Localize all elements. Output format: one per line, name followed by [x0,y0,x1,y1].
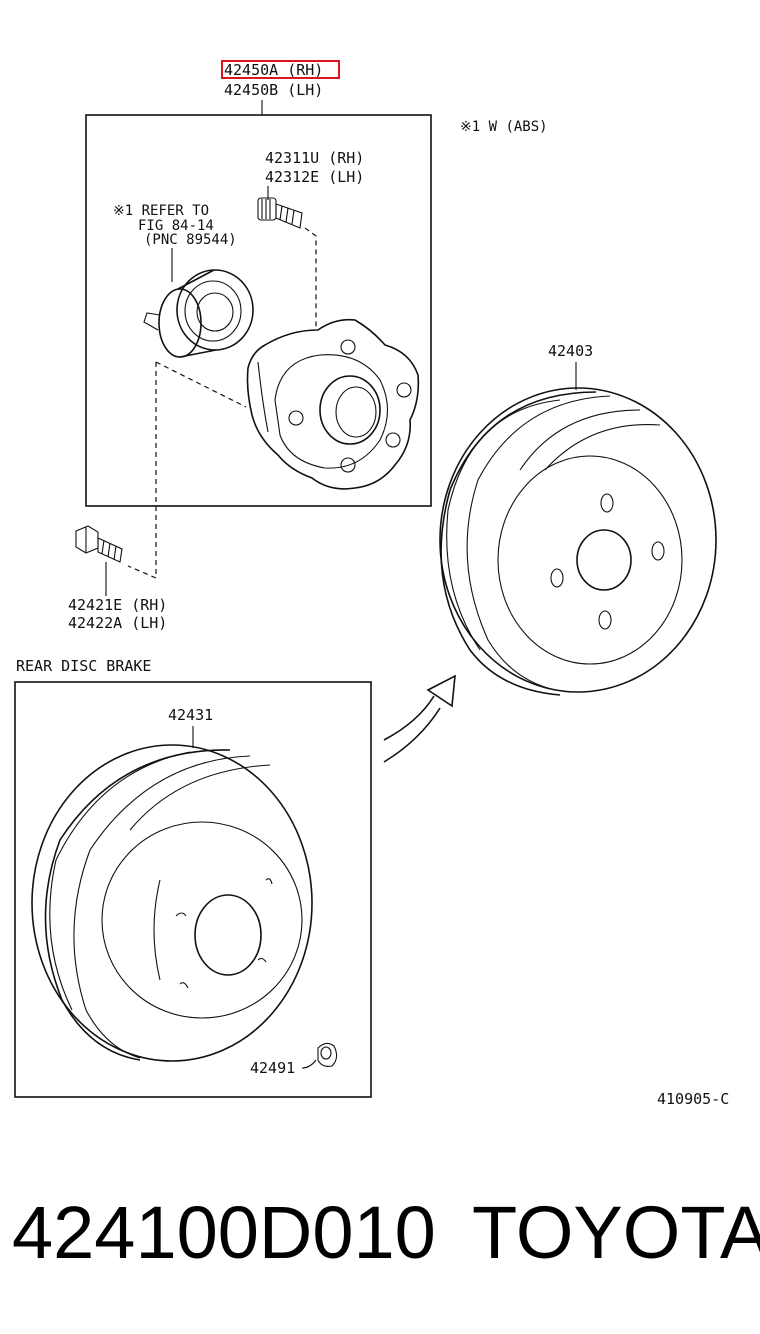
drum-label: 42403 [548,342,593,360]
hub-bolt-rh-label: 42421E (RH) [68,596,167,614]
brand-name: TOYOTA [472,1191,760,1274]
plug-icon [301,1042,338,1069]
hub-bolt-lh-label: 42422A (LH) [68,614,167,632]
refer-line3: (PNC 89544) [144,232,237,248]
figure-code: 410905-C [657,1090,729,1108]
plug-label: 42491 [250,1059,295,1077]
hub-bolt-icon [75,525,123,563]
part-number: 424100D010 [12,1191,436,1274]
bolt-lh-label: 42312E (LH) [265,168,364,186]
footer: 424100D010 TOYOTA [0,1180,760,1290]
refer-line2: FIG 84-14 [138,218,214,234]
hub-assy-lh-label: 42450B (LH) [224,81,323,99]
hub-assy-box [85,114,432,507]
disc-rotor-icon [31,744,313,1062]
disc-brake-box [14,681,372,1098]
hub-flange-icon [246,318,420,490]
arrow-icon [383,674,456,763]
refer-line1: ※1 REFER TO [113,203,209,219]
brake-drum-icon [439,387,717,696]
abs-note: ※1 W (ABS) [460,119,548,135]
bolt-rh-label: 42311U (RH) [265,149,364,167]
stud-dash-line [304,227,317,330]
rotor-dash-line [155,361,247,408]
disc-label: 42431 [168,706,213,724]
abs-rotor-icon [143,269,254,358]
highlight-box [221,60,340,79]
hub-assy-rh-label: 42450A (RH) [224,61,323,79]
hub-stud-icon [257,197,303,229]
hub-bolt-dash-line [127,362,157,579]
section-title: REAR DISC BRAKE [16,657,151,675]
